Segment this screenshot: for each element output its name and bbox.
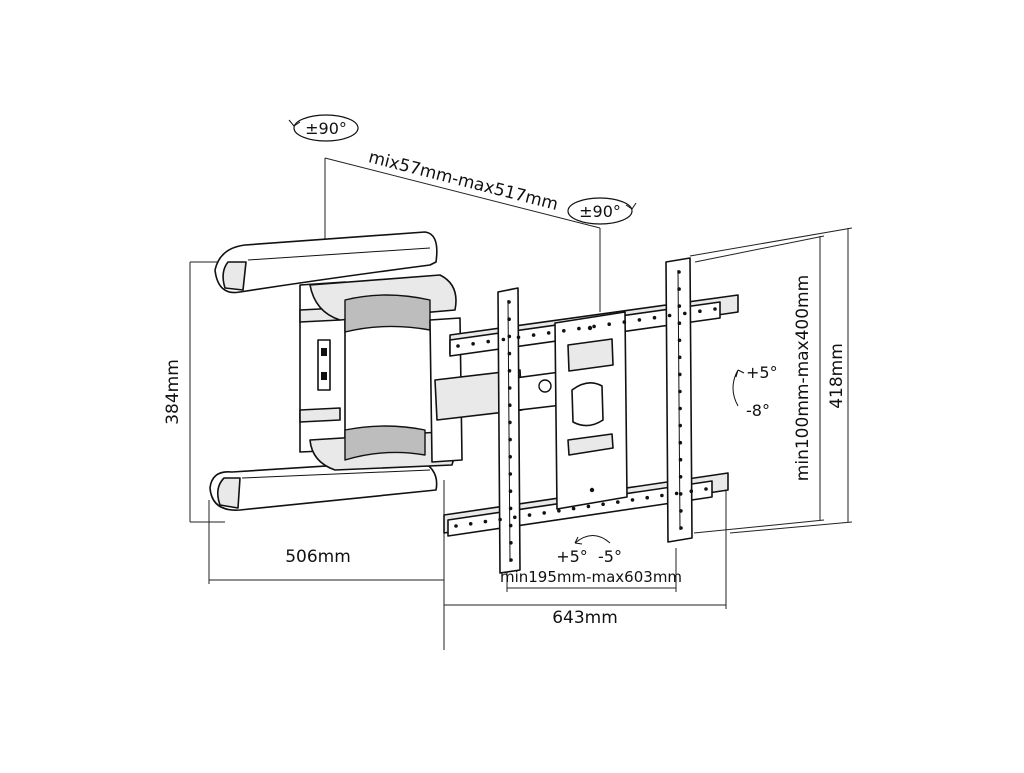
arm-hole <box>508 523 513 528</box>
arm-rotation-icon <box>288 114 359 142</box>
swivel-arrow-icon <box>574 535 611 545</box>
mount-drawing <box>209 231 739 574</box>
overall-width-label: 643mm <box>552 608 618 628</box>
rail-hole <box>674 491 679 496</box>
arm-hole <box>678 492 683 496</box>
rail-hole <box>630 498 635 502</box>
upper-arm <box>214 231 457 333</box>
rail-hole <box>486 339 491 344</box>
vesa-vertical-label: min100mm-max400mm <box>793 275 813 481</box>
arm-hole <box>508 489 513 494</box>
arm-hole <box>507 300 511 304</box>
rail-hole <box>607 322 611 327</box>
tilt-arrow-icon <box>732 369 745 407</box>
arm-hole <box>678 457 683 462</box>
rail-hole <box>571 506 576 511</box>
dimension-lines <box>189 157 853 650</box>
rail-hole <box>516 335 521 340</box>
rail-hole <box>456 344 460 348</box>
arm-hole <box>509 541 513 545</box>
rail-hole <box>683 311 687 316</box>
rail-hole <box>557 509 561 513</box>
overall-height-label: 418mm <box>827 343 847 409</box>
arm-extension-label: mix57mm-max517mm <box>366 147 560 215</box>
rail-hole <box>704 487 708 491</box>
rail-hole <box>645 495 649 500</box>
wall-height-label: 384mm <box>163 359 183 425</box>
vesa-horizontal-label: min195mm-max603mm <box>500 568 682 586</box>
rail-hole <box>498 517 502 522</box>
arm-hole <box>507 369 512 373</box>
arm-hole <box>678 440 683 445</box>
rail-hole <box>527 513 532 517</box>
rail-hole <box>592 324 596 329</box>
wall-plate <box>299 281 346 453</box>
arm-hole <box>508 506 513 511</box>
lower-arm <box>209 425 455 511</box>
swivel-right-label: -5° <box>598 547 622 566</box>
arm-hole <box>677 338 682 343</box>
rail-hole <box>562 329 566 333</box>
wall-width-label: 506mm <box>285 547 351 567</box>
rail-hole <box>542 511 546 515</box>
tilt-plate <box>554 311 628 510</box>
arm-hole <box>678 372 682 377</box>
rail-hole <box>577 326 581 331</box>
rail-hole <box>471 342 475 346</box>
rail-hole <box>468 522 473 526</box>
arm-hole <box>508 472 513 476</box>
rail-hole <box>637 318 642 322</box>
plate-rotation-icon <box>567 197 637 225</box>
arm-hole <box>507 351 512 356</box>
rail-hole <box>586 504 591 509</box>
rail-hole <box>622 320 627 324</box>
arm-hole <box>677 270 681 274</box>
arm-hole <box>677 304 682 308</box>
arm-hole <box>679 526 683 530</box>
arm-hole <box>678 406 682 411</box>
tilt-up-label: +5° <box>746 363 778 382</box>
arm-hole <box>677 355 682 360</box>
rail-hole <box>454 524 458 528</box>
rail-hole <box>546 331 551 335</box>
arm-hole <box>677 321 682 326</box>
arm-hole <box>508 403 512 408</box>
arm-hole <box>679 509 683 513</box>
arm-hole <box>678 389 682 394</box>
rail-hole <box>698 309 702 314</box>
left-vertical-arm <box>497 287 521 574</box>
rail-hole <box>689 489 694 494</box>
rail-hole <box>713 307 717 311</box>
arm-hole <box>508 420 512 425</box>
arm-hole <box>507 386 512 390</box>
arm-hole <box>507 317 511 322</box>
arm-hole <box>507 334 512 339</box>
rail-hole <box>601 502 605 507</box>
rail-hole <box>660 493 664 498</box>
tilt-down-label: -8° <box>746 401 770 420</box>
rail-hole <box>652 315 657 320</box>
arm-hole <box>508 455 512 459</box>
rail-hole <box>667 313 672 318</box>
arm-hole <box>678 423 682 428</box>
rail-hole <box>513 515 517 520</box>
arm-rotation-label: ±90° <box>305 119 347 138</box>
arm-hole <box>678 475 683 479</box>
rail-hole <box>501 337 506 342</box>
arm-hole <box>677 287 681 291</box>
right-vertical-arm <box>665 257 693 543</box>
rail-hole <box>531 333 536 337</box>
rail-hole <box>483 519 488 524</box>
rail-hole <box>616 500 620 504</box>
swivel-left-label: +5° <box>556 547 588 566</box>
plate-rotation-label: ±90° <box>579 202 621 221</box>
arm-hole <box>509 558 513 562</box>
arm-hole <box>508 437 512 442</box>
